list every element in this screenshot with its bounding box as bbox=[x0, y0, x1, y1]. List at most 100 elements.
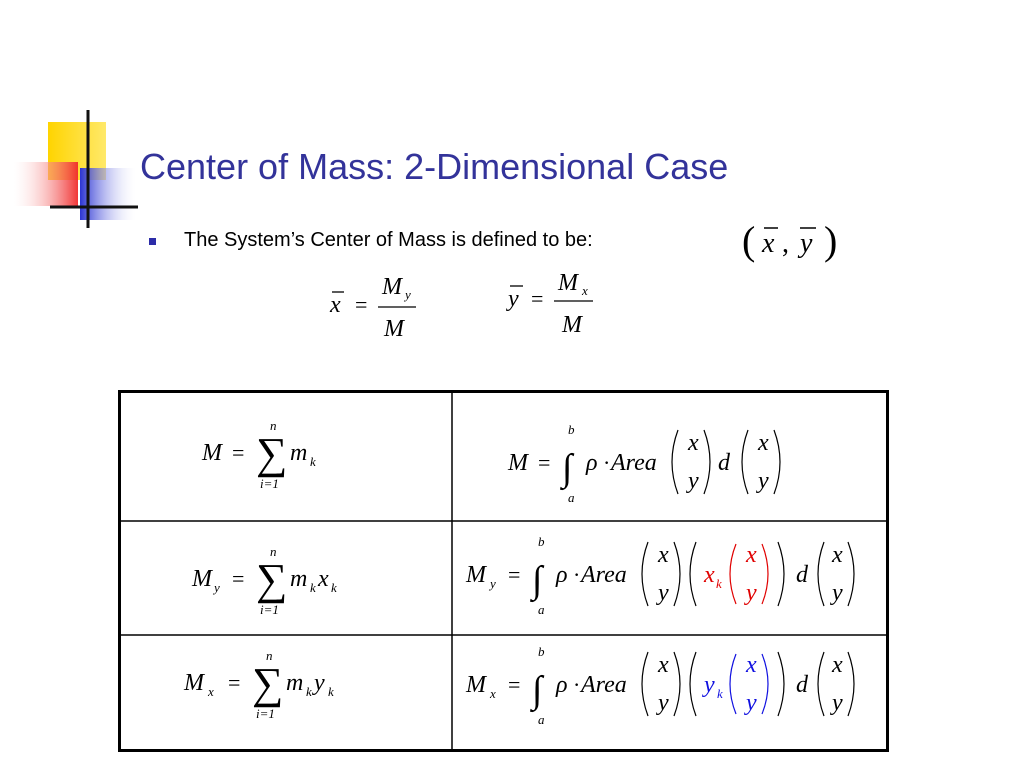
r1-sigma: ∑ bbox=[256, 429, 287, 478]
r2-xk: k bbox=[331, 580, 337, 595]
r3c-dot: · bbox=[573, 672, 580, 697]
left-paren: ( bbox=[742, 218, 755, 263]
r2c-lhs-sub: y bbox=[488, 576, 496, 591]
slide-title: Center of Mass: 2-Dimensional Case bbox=[140, 146, 729, 187]
r2c-d: d bbox=[796, 562, 809, 588]
row3-continuous-formula: M x = ∫ b a ρ · Area x y y k x y d x y bbox=[465, 644, 855, 727]
r2c-v1x: x bbox=[657, 542, 669, 568]
r2c-lhs: M bbox=[465, 562, 488, 588]
r2c-vmx: x bbox=[745, 542, 757, 568]
point-y: y bbox=[797, 228, 813, 259]
ybar-num-sub: x bbox=[581, 283, 588, 298]
r1c-dot: · bbox=[603, 450, 610, 475]
r3-lhs: M bbox=[183, 670, 206, 696]
r3c-vmy: y bbox=[744, 690, 757, 716]
r3c-integral: ∫ bbox=[530, 669, 545, 713]
r3c-eq: = bbox=[508, 672, 520, 697]
r1c-lhs: M bbox=[507, 450, 530, 476]
ybar-eq: = bbox=[531, 286, 543, 311]
red-square bbox=[14, 162, 78, 206]
r3-upper: n bbox=[266, 648, 273, 663]
r3c-lhs: M bbox=[465, 672, 488, 698]
r2c-rho: ρ bbox=[555, 562, 568, 588]
r3c-v1y: y bbox=[656, 690, 669, 716]
xbar-lhs: x bbox=[329, 292, 341, 318]
r3c-area: Area bbox=[579, 672, 627, 698]
r3-lower: i=1 bbox=[256, 706, 275, 721]
r3c-mult-sub: k bbox=[717, 686, 723, 701]
r2-m: m bbox=[290, 566, 307, 592]
r2c-vmy: y bbox=[744, 580, 757, 606]
r1c-rho: ρ bbox=[585, 450, 598, 476]
r1c-v1x: x bbox=[687, 430, 699, 456]
xbar-eq: = bbox=[355, 292, 367, 317]
r1-m: m bbox=[290, 440, 307, 466]
r2c-v2x: x bbox=[831, 542, 843, 568]
r3c-mult: y bbox=[702, 672, 715, 698]
r1c-lower: a bbox=[568, 490, 575, 505]
r3c-upper: b bbox=[538, 644, 545, 659]
r2-lhs-sub: y bbox=[212, 580, 220, 595]
r1c-eq: = bbox=[538, 450, 550, 475]
corner-decoration bbox=[14, 110, 138, 228]
r3-y: y bbox=[312, 670, 325, 696]
r2-upper: n bbox=[270, 544, 277, 559]
r2c-v1y: y bbox=[656, 580, 669, 606]
r1c-d: d bbox=[718, 450, 731, 476]
r3c-v2x: x bbox=[831, 652, 843, 678]
r2-k: k bbox=[310, 580, 316, 595]
row2-discrete-formula: M y = ∑ n i=1 m k x k bbox=[191, 544, 337, 617]
r3c-lhs-sub: x bbox=[489, 686, 496, 701]
r2c-mult-sub: k bbox=[716, 576, 722, 591]
r2-eq: = bbox=[232, 566, 244, 591]
r2c-dot: · bbox=[573, 562, 580, 587]
xbar-formula: x = M y M bbox=[329, 274, 416, 342]
r3c-lower: a bbox=[538, 712, 545, 727]
r2c-upper: b bbox=[538, 534, 545, 549]
r2-sigma: ∑ bbox=[256, 555, 287, 604]
r3-lhs-sub: x bbox=[207, 684, 214, 699]
r2c-integral: ∫ bbox=[530, 559, 545, 603]
xbar-den: M bbox=[383, 316, 406, 342]
xbar-num-sub: y bbox=[403, 287, 411, 302]
r1c-area: Area bbox=[609, 450, 657, 476]
r1c-v1y: y bbox=[686, 468, 699, 494]
ybar-den: M bbox=[561, 312, 584, 338]
row3-discrete-formula: M x = ∑ n i=1 m k y k bbox=[183, 648, 334, 721]
r3-yk: k bbox=[328, 684, 334, 699]
r2c-eq: = bbox=[508, 562, 520, 587]
r2c-area: Area bbox=[579, 562, 627, 588]
xbar-num: M bbox=[381, 274, 404, 300]
r2-x: x bbox=[317, 566, 329, 592]
r1c-v2y: y bbox=[756, 468, 769, 494]
r3c-rho: ρ bbox=[555, 672, 568, 698]
r3c-vmx: x bbox=[745, 652, 757, 678]
formula-table: M = ∑ n i=1 m k M = ∫ b a ρ · Area x y d… bbox=[118, 390, 889, 752]
row1-discrete-formula: M = ∑ n i=1 m k bbox=[201, 418, 316, 491]
row2-continuous-formula: M y = ∫ b a ρ · Area x y x k x y d x y bbox=[465, 534, 855, 617]
r3-m: m bbox=[286, 670, 303, 696]
r3-k: k bbox=[306, 684, 312, 699]
point-comma: , bbox=[782, 228, 789, 259]
r2c-v2y: y bbox=[830, 580, 843, 606]
r2-lhs: M bbox=[191, 566, 214, 592]
r2c-mult: x bbox=[703, 562, 715, 588]
r1-eq: = bbox=[232, 440, 244, 465]
point-notation: ( x , y ) bbox=[742, 218, 837, 263]
point-x: x bbox=[761, 228, 775, 259]
r3-eq: = bbox=[228, 670, 240, 695]
r3-sigma: ∑ bbox=[252, 659, 283, 708]
ybar-num: M bbox=[557, 270, 580, 296]
r3c-d: d bbox=[796, 672, 809, 698]
ybar-lhs: y bbox=[506, 286, 519, 312]
bullet-text: The System’s Center of Mass is defined t… bbox=[184, 229, 593, 251]
r3c-v2y: y bbox=[830, 690, 843, 716]
right-paren: ) bbox=[824, 218, 837, 263]
r1-lhs: M bbox=[201, 440, 224, 466]
ybar-formula: y = M x M bbox=[506, 270, 593, 338]
r1-upper: n bbox=[270, 418, 277, 433]
r2c-lower: a bbox=[538, 602, 545, 617]
r1-k: k bbox=[310, 454, 316, 469]
r1c-v2x: x bbox=[757, 430, 769, 456]
r1c-integral: ∫ bbox=[560, 447, 575, 491]
